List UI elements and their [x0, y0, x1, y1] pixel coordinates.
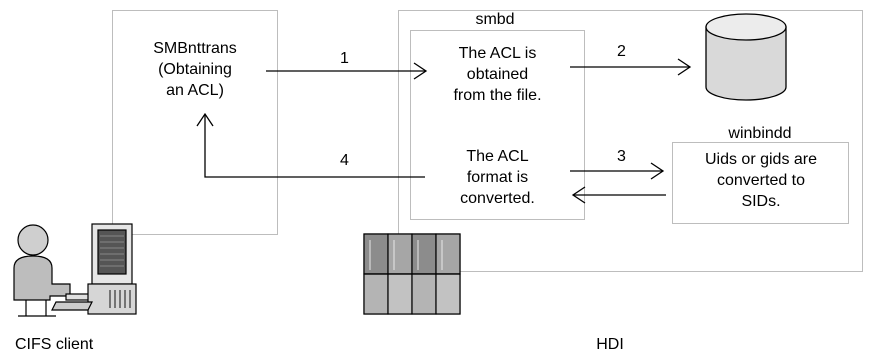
arrow-step-4: [196, 112, 425, 178]
client-box: [112, 10, 278, 235]
cylinder-storage-icon: [705, 13, 787, 101]
winbindd-title: winbindd: [728, 125, 792, 142]
winbindd-box: [672, 142, 849, 224]
step-3-number: 3: [617, 148, 626, 165]
winbindd-text: Uids or gids are converted to SIDs.: [704, 151, 818, 210]
smbd-title: smbd: [475, 11, 515, 28]
server-rack-icon: [363, 233, 461, 315]
step-2-number: 2: [617, 43, 626, 60]
smbd-convert-text: The ACL format is converted.: [460, 148, 535, 207]
arrow-return-winbindd: [571, 186, 666, 204]
cifs-client-label: CIFS client: [15, 336, 94, 353]
smbd-box: [410, 30, 585, 220]
client-workstation-icon: [13, 223, 137, 317]
smbd-obtain-text: The ACL is obtained from the file.: [453, 45, 542, 104]
client-process-label: SMBnttrans (Obtaining an ACL): [153, 40, 237, 99]
hdi-label: HDI: [596, 336, 624, 353]
arrow-step-3: [570, 162, 665, 180]
arrow-step-2: [570, 58, 692, 76]
step-1-number: 1: [340, 50, 349, 67]
step-4-number: 4: [340, 152, 349, 169]
arrow-step-1: [266, 62, 428, 80]
